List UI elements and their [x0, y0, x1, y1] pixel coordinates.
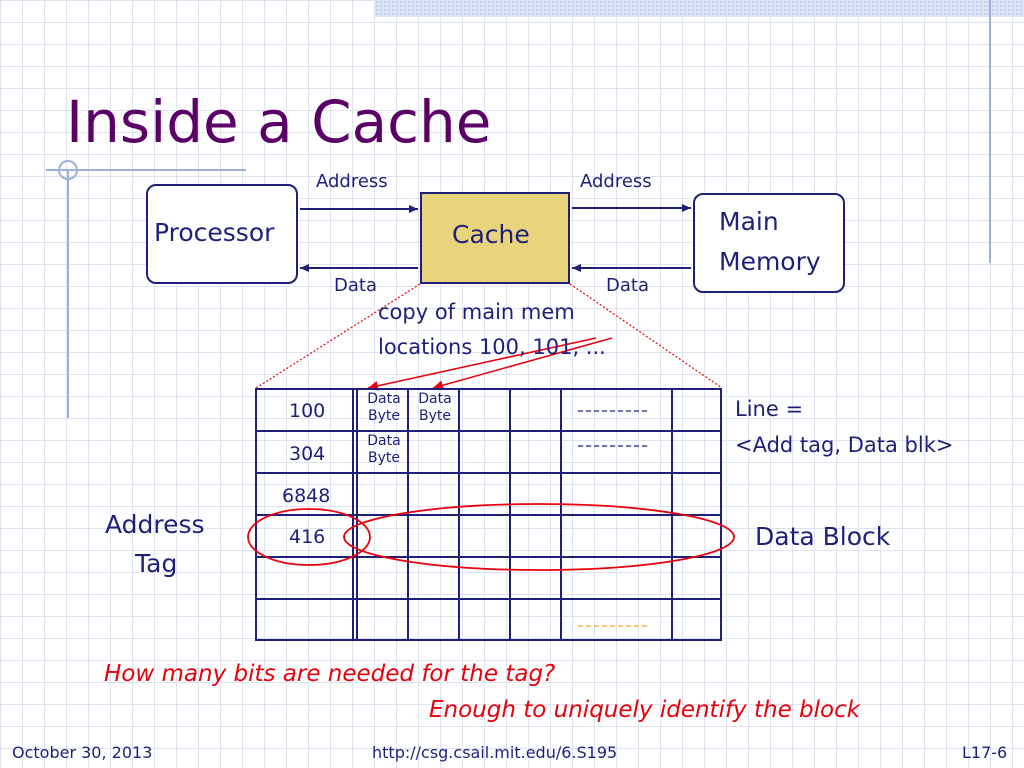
line-definition-line1: Line =	[735, 397, 804, 421]
data-block-ellipse	[343, 503, 735, 571]
address-label-right: Address	[580, 171, 652, 192]
cache-label: Cache	[452, 220, 530, 249]
cache-table	[255, 388, 722, 641]
footer-url: http://csg.csail.mit.edu/6.S195	[372, 743, 618, 762]
footer-page-number: L17-6	[962, 743, 1008, 762]
tag-bits-question: How many bits are needed for the tag?	[104, 661, 556, 687]
address-label-left: Address	[316, 171, 388, 192]
red-arrow-to-byte-1	[367, 337, 597, 391]
processor-label: Processor	[154, 218, 275, 247]
tag-cell-416: 416	[289, 526, 326, 548]
tag-cell-6848: 6848	[282, 485, 331, 507]
data-label-right: Data	[606, 275, 649, 296]
slide-title: Inside a Cache	[66, 88, 492, 156]
data-label-left: Data	[334, 275, 377, 296]
data-byte-text-byte: Byte	[419, 408, 451, 424]
cache-box: Cache	[420, 192, 570, 284]
data-byte-cell-2: Data Byte	[412, 391, 458, 425]
tag-bits-answer: Enough to uniquely identify the block	[429, 697, 861, 723]
data-byte-text-data: Data	[367, 433, 401, 449]
decorative-top-band	[375, 0, 1024, 17]
line-definition-line2: <Add tag, Data blk>	[735, 433, 954, 457]
footer-date: October 30, 2013	[12, 743, 153, 762]
main-memory-label-line1: Main	[719, 207, 779, 236]
data-byte-cell-3: Data Byte	[361, 433, 407, 467]
main-memory-box: Main Memory	[693, 193, 845, 293]
address-tag-ellipse	[247, 508, 371, 566]
data-byte-cell-1: Data Byte	[361, 391, 407, 425]
address-tag-label-line1: Address	[105, 510, 205, 539]
red-arrow-to-byte-2	[432, 337, 613, 391]
zoom-line-left	[255, 283, 421, 389]
data-byte-text-byte: Byte	[368, 408, 400, 424]
address-tag-label-line2: Tag	[135, 549, 178, 578]
data-block-label: Data Block	[755, 522, 891, 551]
copy-note-line2: locations 100, 101, ...	[378, 335, 606, 359]
data-byte-text-data: Data	[418, 391, 452, 407]
data-byte-text-byte: Byte	[368, 450, 400, 466]
main-memory-label-line2: Memory	[719, 247, 821, 276]
copy-note-line1: copy of main mem	[378, 300, 575, 324]
tag-cell-100: 100	[289, 400, 326, 422]
tag-cell-304: 304	[289, 443, 326, 465]
data-byte-text-data: Data	[367, 391, 401, 407]
decorative-circle	[58, 160, 78, 180]
processor-box: Processor	[146, 184, 298, 284]
zoom-line-right	[569, 283, 723, 389]
